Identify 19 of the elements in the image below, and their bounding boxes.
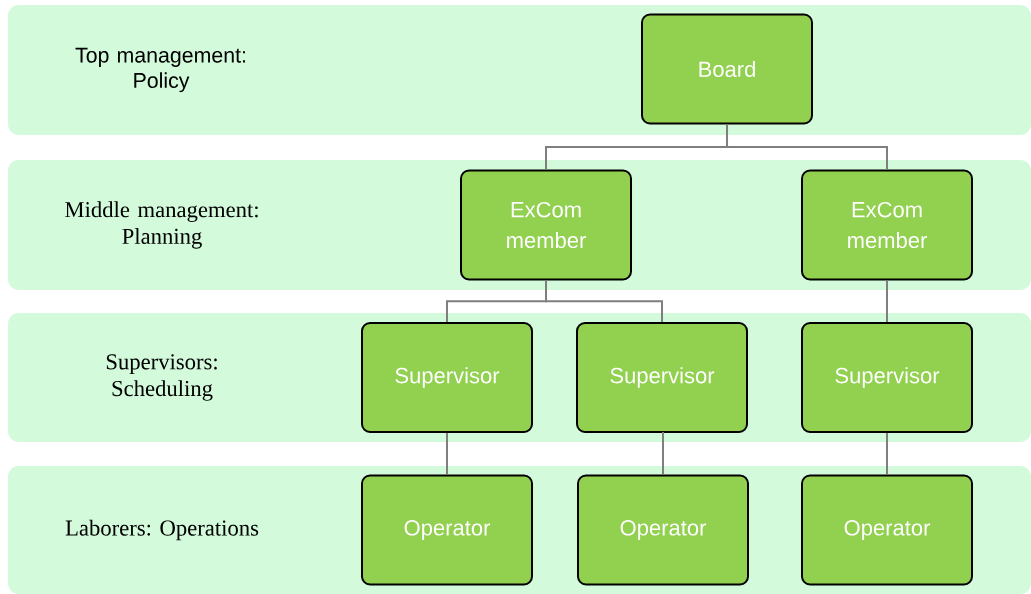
position-box: Operator (577, 474, 749, 586)
position-box: Supervisor (576, 322, 748, 433)
position-box: ExCom member (801, 169, 973, 281)
position-box: Operator (361, 474, 533, 586)
level-label: Laborers: Operations (65, 519, 259, 541)
connector-line (661, 432, 664, 476)
position-box: Supervisor (361, 322, 533, 433)
position-box: Board (641, 13, 813, 125)
connector-line (726, 123, 888, 171)
connector-line (545, 279, 663, 323)
level-label: Top management: Policy (75, 47, 245, 93)
level-label: Middle management: Planning (65, 201, 258, 249)
level-label: Supervisors: Scheduling (106, 354, 217, 401)
position-box: ExCom member (460, 169, 632, 281)
position-box: Operator (801, 474, 973, 586)
connector-line (446, 432, 448, 476)
connector-line (886, 432, 888, 476)
position-box: Supervisor (801, 322, 973, 433)
connector-line (886, 279, 888, 323)
